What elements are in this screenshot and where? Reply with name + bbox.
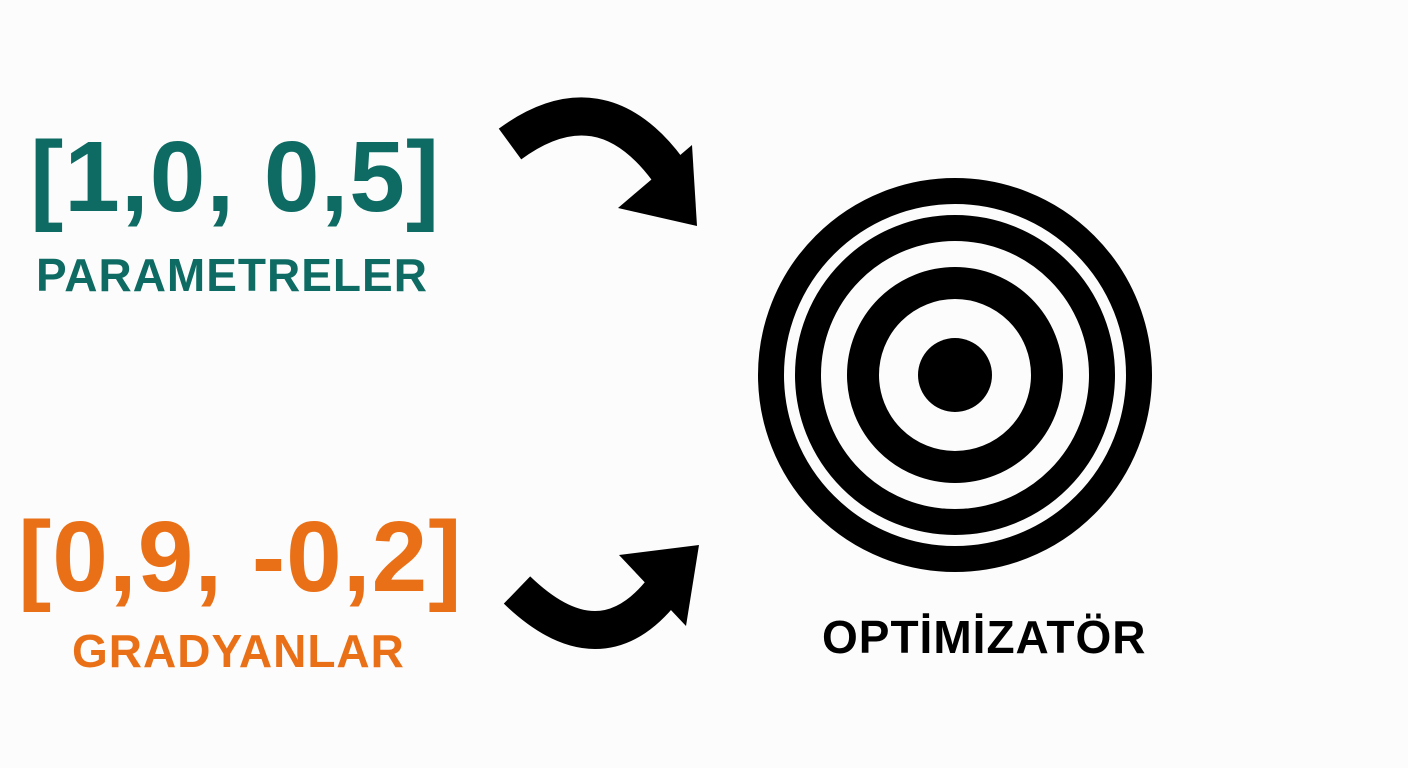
curved-arrow-top-icon <box>498 97 697 226</box>
gradients-values: [0,9, -0,2] <box>18 501 463 613</box>
gradients-label: GRADYANLAR <box>72 625 405 677</box>
curved-arrow-bottom-icon <box>503 545 699 649</box>
parameters-label: PARAMETRELER <box>36 249 428 301</box>
target-icon <box>758 178 1152 572</box>
parameters-values: [1,0, 0,5] <box>30 121 441 233</box>
optimizer-label: OPTİMİZATÖR <box>822 611 1147 663</box>
